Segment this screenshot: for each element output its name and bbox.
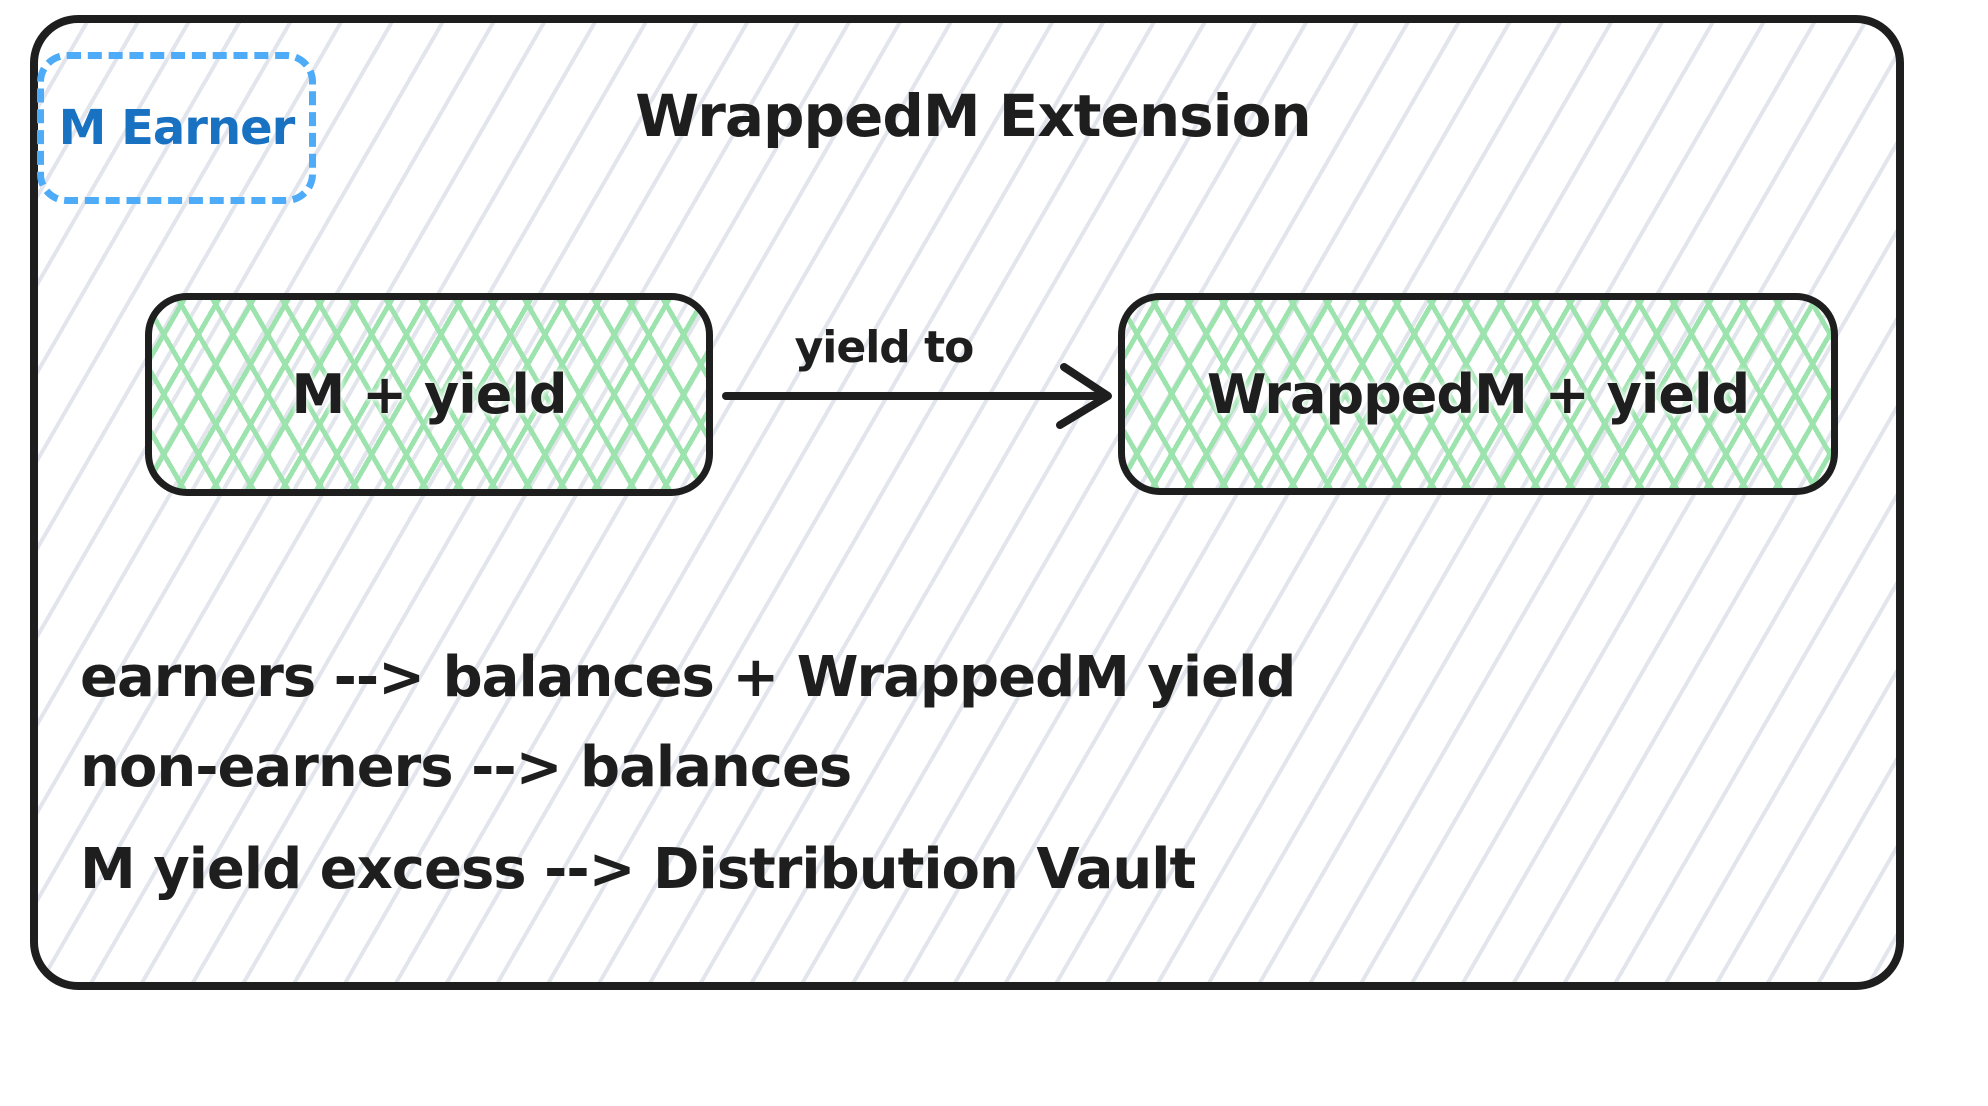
m-earner-badge: M Earner [37, 52, 316, 204]
node-m-plus-yield: M + yield [145, 293, 713, 496]
m-earner-label: M Earner [58, 100, 296, 156]
note-earners: earners --> balances + WrappedM yield [80, 645, 1296, 710]
note-non-earners: non-earners --> balances [80, 735, 852, 800]
node-m-plus-yield-label: M + yield [291, 363, 567, 426]
node-wrappedm-plus-yield: WrappedM + yield [1118, 293, 1838, 495]
wrappedm-extension-container [30, 15, 1904, 990]
yield-to-arrow-icon [722, 363, 1112, 429]
note-m-yield-excess: M yield excess --> Distribution Vault [80, 837, 1196, 902]
diagram-title: WrappedM Extension [635, 82, 1311, 150]
yield-to-arrow-label: yield to [794, 322, 975, 373]
node-wrappedm-plus-yield-label: WrappedM + yield [1206, 362, 1750, 426]
